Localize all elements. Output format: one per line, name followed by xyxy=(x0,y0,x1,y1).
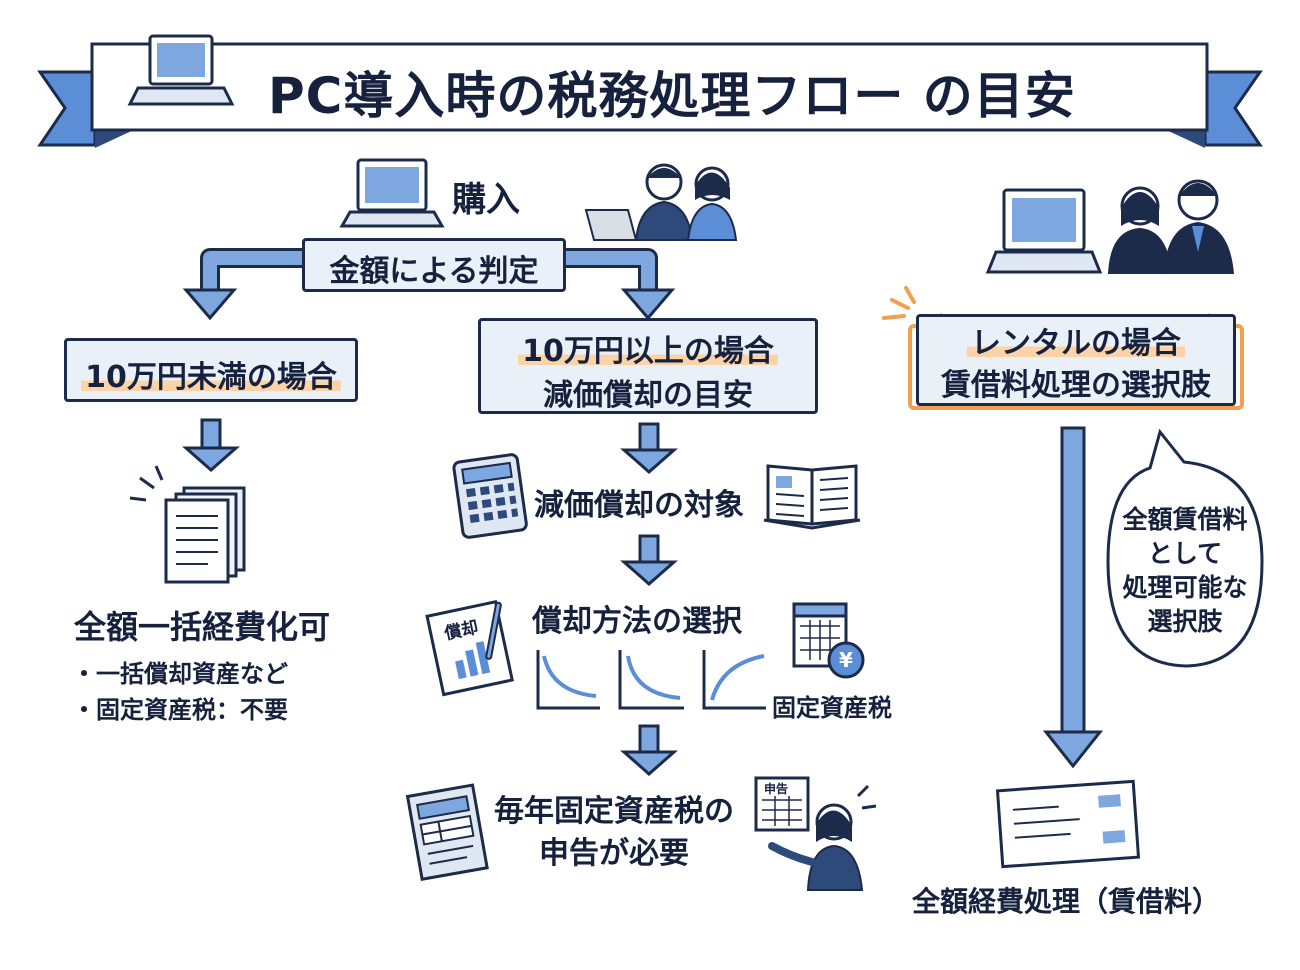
tax-calendar-icon: ¥ xyxy=(792,602,865,679)
bubble-line: として xyxy=(1147,539,1223,568)
calculator-icon xyxy=(452,453,528,539)
emphasis-marks xyxy=(882,286,916,320)
tax-form-label: 申告 xyxy=(764,782,789,796)
speech-bubble xyxy=(1106,428,1264,668)
invoice-icon xyxy=(995,779,1141,869)
documents-icon xyxy=(129,465,246,584)
depreciation-document-icon xyxy=(425,599,514,697)
fixed-asset-tax-label: 固定資産税 xyxy=(772,694,892,722)
bubble-line: 全額賃借料 xyxy=(1122,505,1248,534)
business-people-icon xyxy=(1108,179,1234,274)
laptop-icon xyxy=(127,34,235,106)
business-people-icon xyxy=(584,163,738,241)
step-depreciation-method: 償却方法の選択 xyxy=(532,604,742,639)
over-100k-heading: 10万円以上の場合 xyxy=(478,326,818,370)
rental-heading: レンタルの場合 xyxy=(916,318,1236,362)
under-100k-bullet: ・固定資産税：不要 xyxy=(72,696,288,724)
laptop-icon xyxy=(339,158,445,228)
down-arrow xyxy=(620,534,678,586)
rental-result: 全額経費処理（賃借料） xyxy=(912,885,1221,918)
declining-balance-curve-icon xyxy=(618,650,684,710)
laptop-icon xyxy=(985,188,1103,274)
step-annual-declaration: 毎年固定資産税の xyxy=(494,794,734,829)
rental-subheading: 賃借料処理の選択肢 xyxy=(941,368,1211,403)
step-depreciation-target: 減価償却の対象 xyxy=(534,488,744,523)
down-arrow xyxy=(182,418,240,472)
decision-label: 金額による判定 xyxy=(329,254,539,289)
under-100k-bullet: ・一括償却資産など xyxy=(72,660,288,688)
under-100k-heading: 10万円未満の場合 xyxy=(64,352,358,396)
branch-arrow-left xyxy=(182,248,305,321)
under-100k-result: 全額一括経費化可 xyxy=(74,608,331,646)
down-arrow xyxy=(620,724,678,776)
increasing-curve-icon xyxy=(702,650,766,710)
tax-form-icon xyxy=(754,776,810,832)
bubble-line: 選択肢 xyxy=(1147,607,1223,636)
down-arrow xyxy=(620,422,678,474)
presenter-icon xyxy=(768,784,877,891)
step-annual-declaration-line2: 申告が必要 xyxy=(539,836,689,871)
purchase-label: 購入 xyxy=(452,180,520,220)
branch-arrow-right xyxy=(565,248,676,321)
decision-box xyxy=(302,238,566,292)
over-100k-subheading: 減価償却の目安 xyxy=(543,378,753,413)
bubble-line: 処理可能な xyxy=(1122,573,1248,602)
rental-down-arrow xyxy=(1042,426,1104,769)
declining-balance-curve-icon xyxy=(536,650,600,710)
title-banner xyxy=(37,34,1263,148)
tax-booklet-icon xyxy=(405,783,489,881)
open-book-icon xyxy=(763,464,861,530)
page-title: PC導入時の税務処理フロー の目安 xyxy=(268,67,1076,125)
svg-text:¥: ¥ xyxy=(839,648,853,672)
